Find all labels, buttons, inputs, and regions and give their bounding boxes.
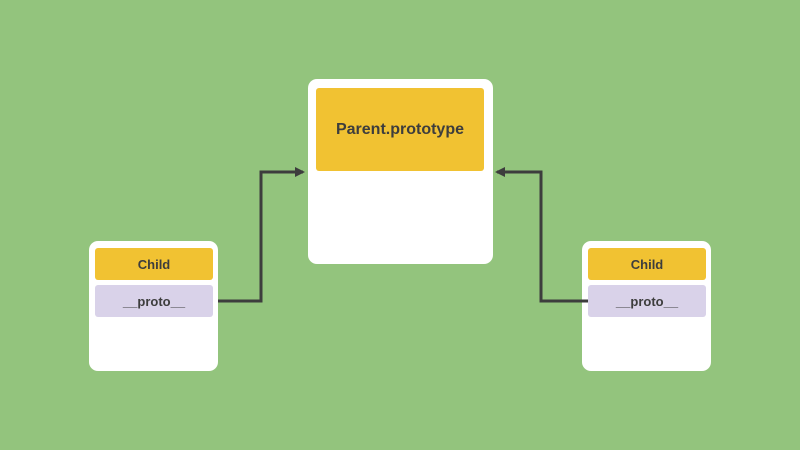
child-box-left: Child __proto__: [89, 241, 218, 371]
arrow-left-to-parent: [218, 167, 305, 303]
arrow-right-to-parent: [495, 167, 588, 303]
parent-prototype-header: Parent.prototype: [316, 88, 484, 171]
proto-field-right: __proto__: [588, 285, 706, 317]
child-box-right: Child __proto__: [582, 241, 711, 371]
proto-field-left: __proto__: [95, 285, 213, 317]
parent-prototype-box: Parent.prototype: [308, 79, 493, 264]
child-header-left: Child: [95, 248, 213, 280]
child-header-right: Child: [588, 248, 706, 280]
